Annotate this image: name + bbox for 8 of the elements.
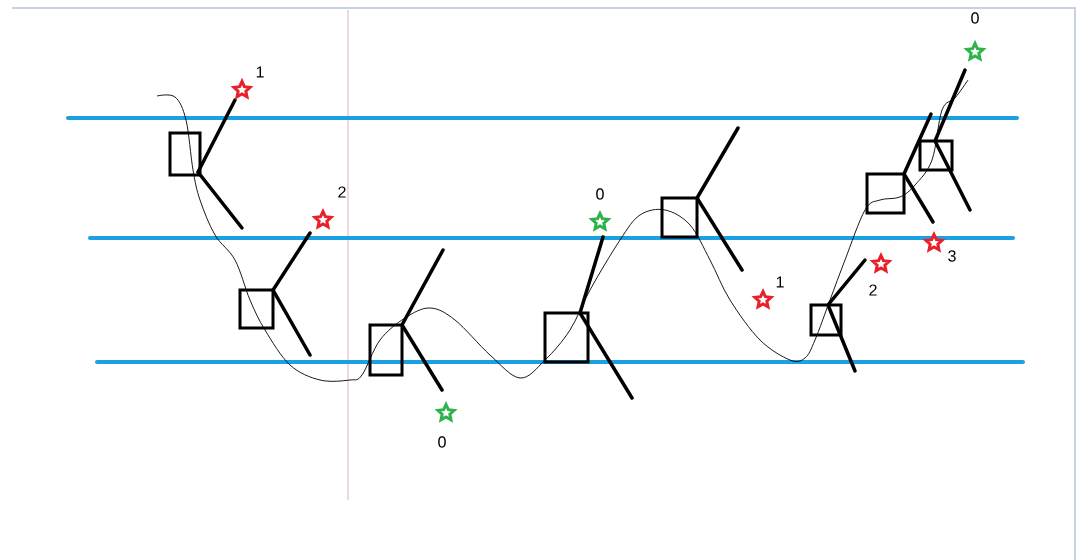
number-label: 1: [776, 276, 784, 288]
number-label: 2: [338, 186, 346, 198]
number-label: 2: [869, 284, 877, 296]
number-label: 0: [438, 436, 446, 448]
number-label: 0: [596, 188, 604, 200]
number-label: 3: [948, 250, 956, 262]
number-label: 1: [256, 66, 264, 78]
number-label: 0: [971, 12, 979, 24]
